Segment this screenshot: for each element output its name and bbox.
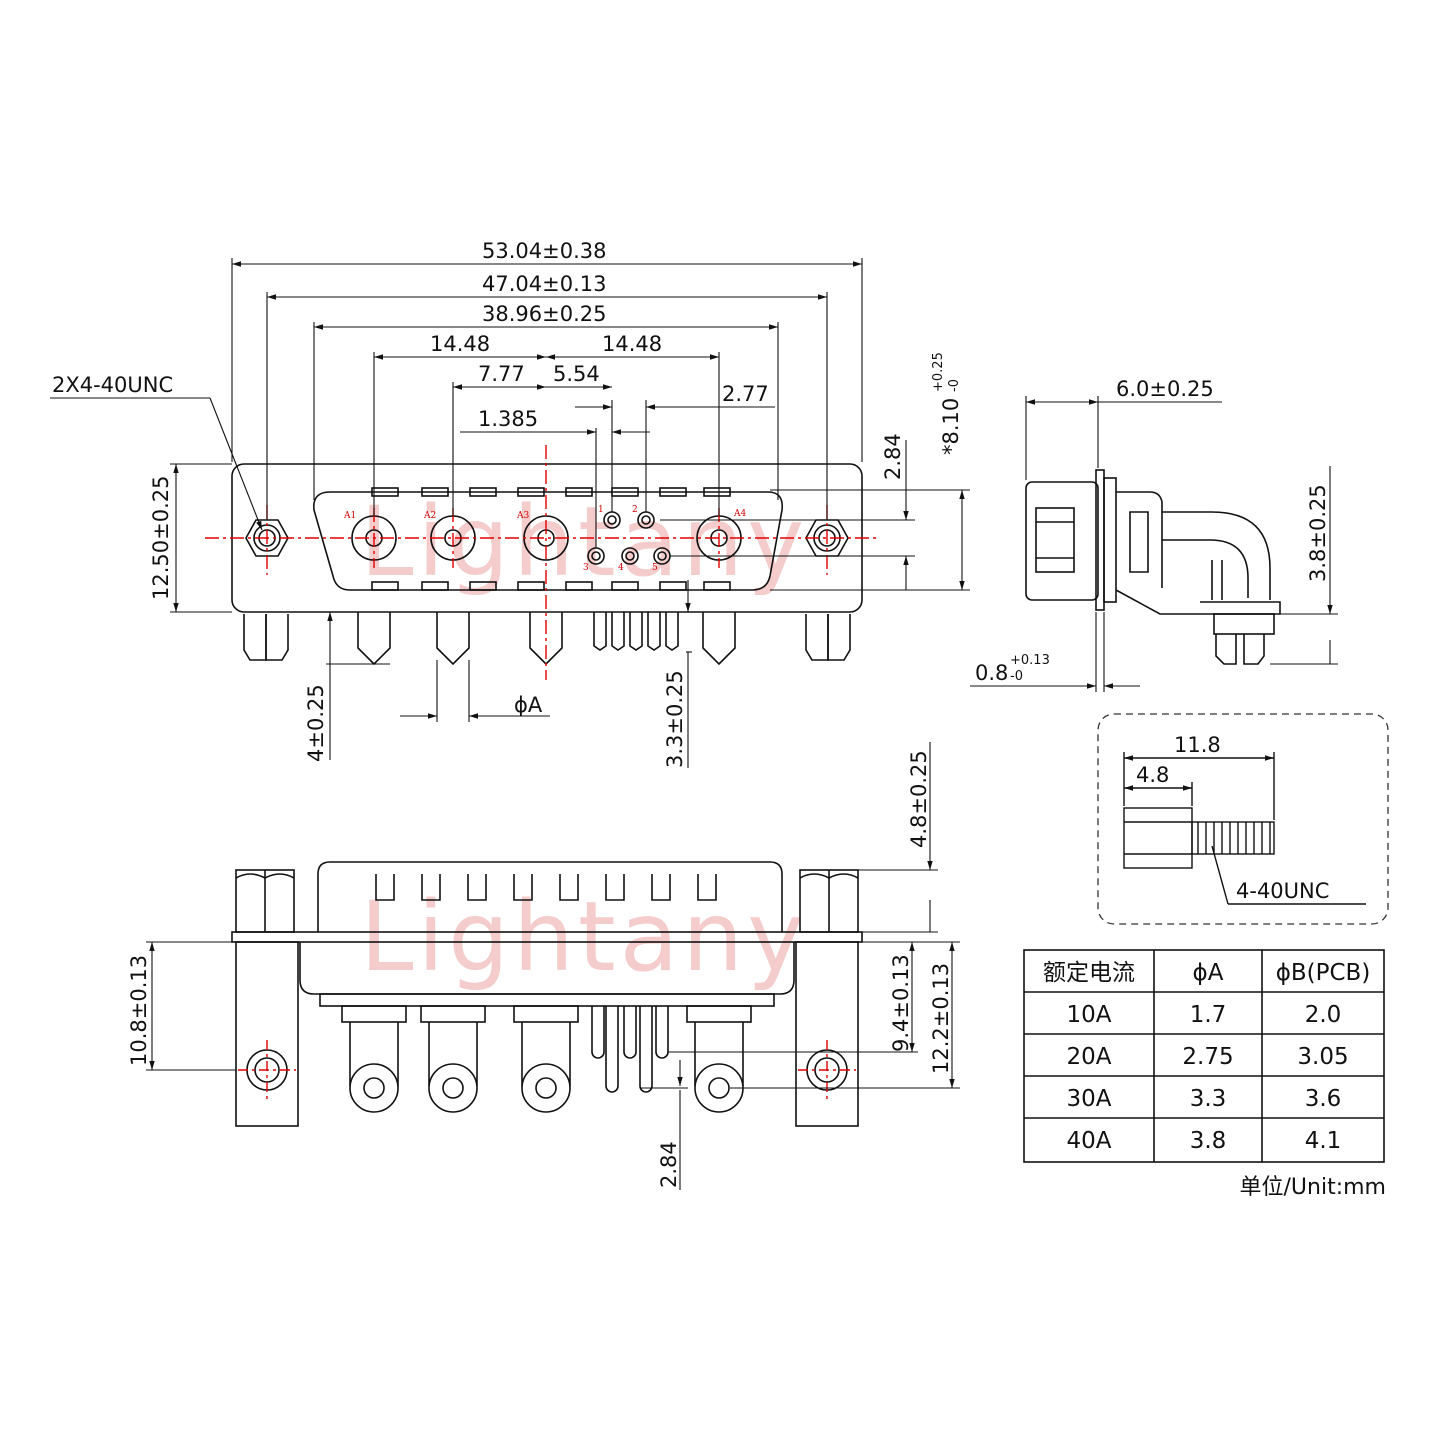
side-bend-pin <box>1162 539 1249 598</box>
pin-label-5: 5 <box>652 563 658 573</box>
screw-thread <box>1191 821 1275 855</box>
table-cell: 10A <box>1066 1002 1111 1028</box>
dim-0-8-tol-upper: +0.13 <box>1010 653 1050 668</box>
coax-tail-3 <box>513 1005 579 1113</box>
table-cell: 2.75 <box>1182 1044 1233 1070</box>
dim-10-8: 10.8±0.13 <box>127 955 151 1066</box>
watermark-top: Lightany <box>360 486 808 598</box>
table-cell: 3.6 <box>1305 1086 1342 1112</box>
table-cell: 30A <box>1066 1086 1111 1112</box>
dim-2-84-front: 2.84 <box>881 433 905 480</box>
pin-label-a1: A1 <box>343 511 356 521</box>
dim-11-8: 11.8 <box>1174 733 1221 757</box>
side-body <box>1025 481 1099 601</box>
spec-table: 额定电流 ϕA ϕB(PCB) 10A 1.7 2.0 20A 2.75 3.0… <box>1023 949 1385 1163</box>
table-header-current: 额定电流 <box>1043 960 1135 986</box>
bottom-dimension-lines <box>146 742 960 1190</box>
dim-3-3-tail: 3.3±0.25 <box>663 670 687 768</box>
dim-overall: 53.04±0.38 <box>482 239 606 263</box>
pin-label-a2: A2 <box>423 511 436 521</box>
bottom-view <box>231 861 863 1127</box>
table-cell: 20A <box>1066 1044 1111 1070</box>
dim-7-77: 7.77 <box>478 362 525 386</box>
dim-8-10-tol-upper: +0.25 <box>931 352 946 392</box>
table-cell: 2.0 <box>1305 1002 1342 1028</box>
dim-12-2: 12.2±0.13 <box>929 963 953 1074</box>
coax-tail-2 <box>420 1005 486 1113</box>
screw-detail-frame <box>1097 713 1389 925</box>
dim-0-8: 0.8 <box>975 661 1008 685</box>
coax-tail-4 <box>686 1005 752 1113</box>
table-cell: 40A <box>1066 1128 1111 1154</box>
pin-label-4: 4 <box>618 563 624 573</box>
table-cell: 1.7 <box>1190 1002 1227 1028</box>
side-board-lock <box>1213 613 1275 635</box>
front-tails <box>243 612 851 666</box>
screw-thread-lines <box>1197 822 1271 854</box>
dim-6-0: 6.0±0.25 <box>1116 377 1214 401</box>
table-cell: 3.3 <box>1190 1086 1227 1112</box>
table-header-phi-b: ϕB(PCB) <box>1276 960 1371 986</box>
pin-label-2: 2 <box>632 505 638 515</box>
bottom-flange <box>231 931 863 943</box>
dim-2-84-bottom: 2.84 <box>657 1141 681 1188</box>
bottom-shell <box>317 861 783 932</box>
side-view <box>1025 469 1281 665</box>
front-dimension-lines <box>50 258 970 768</box>
side-nut <box>1035 507 1075 573</box>
board-lock-left <box>235 941 299 1127</box>
pin-label-3: 3 <box>583 563 589 573</box>
watermark-bottom: Lightany <box>360 881 808 993</box>
unit-note: 单位/Unit:mm <box>1240 1175 1386 1200</box>
table-cell: 3.8 <box>1190 1128 1227 1154</box>
dim-2-77: 2.77 <box>722 382 769 406</box>
dim-1-385: 1.385 <box>478 407 538 431</box>
shell-ribs <box>371 487 731 591</box>
dim-4-8-screw: 4.8 <box>1136 763 1169 787</box>
bottom-shell-slots <box>375 874 717 901</box>
pin-label-1: 1 <box>598 505 604 515</box>
d-shell <box>313 491 784 591</box>
table-header-phi-a: ϕA <box>1193 960 1224 986</box>
dim-3-8: 3.8±0.25 <box>1306 484 1330 582</box>
screw-detail <box>1097 713 1389 925</box>
screw-hex-head <box>1123 807 1193 869</box>
pin-label-a4: A4 <box>733 509 746 519</box>
thread-label-screw: 4-40UNC <box>1236 879 1329 903</box>
pin-label-a3: A3 <box>516 511 529 521</box>
dim-shell: 38.96±0.25 <box>482 302 606 326</box>
table-cell: 3.05 <box>1297 1044 1348 1070</box>
table-cell: 4.1 <box>1305 1128 1342 1154</box>
thread-label-front: 2X4-40UNC <box>52 373 173 397</box>
dim-mount: 47.04±0.13 <box>482 272 606 296</box>
board-lock-right <box>795 941 859 1127</box>
dim-phi-a: ϕA <box>514 693 543 717</box>
spec-table-grid <box>1023 949 1385 1163</box>
dim-5-54: 5.54 <box>553 362 600 386</box>
dim-4-8-bottom: 4.8±0.25 <box>907 750 931 848</box>
dim-8-10: *8.10 <box>939 398 963 455</box>
signal-tails <box>591 1006 669 1093</box>
coax-tail-1 <box>341 1005 407 1113</box>
dim-4-tail: 4±0.25 <box>304 684 328 762</box>
dim-0-8-tol-lower: -0 <box>1010 669 1023 684</box>
bottom-centerlines <box>238 1040 856 1100</box>
dim-height: 12.50±0.25 <box>149 476 173 600</box>
dim-right-pitch: 14.48 <box>602 332 662 356</box>
signal-pin-4 <box>621 547 639 565</box>
dim-left-pitch: 14.48 <box>430 332 490 356</box>
dim-8-10-tol-lower: -0 <box>947 379 962 392</box>
dim-9-4: 9.4±0.13 <box>889 954 913 1052</box>
side-dimension-lines <box>970 396 1338 692</box>
